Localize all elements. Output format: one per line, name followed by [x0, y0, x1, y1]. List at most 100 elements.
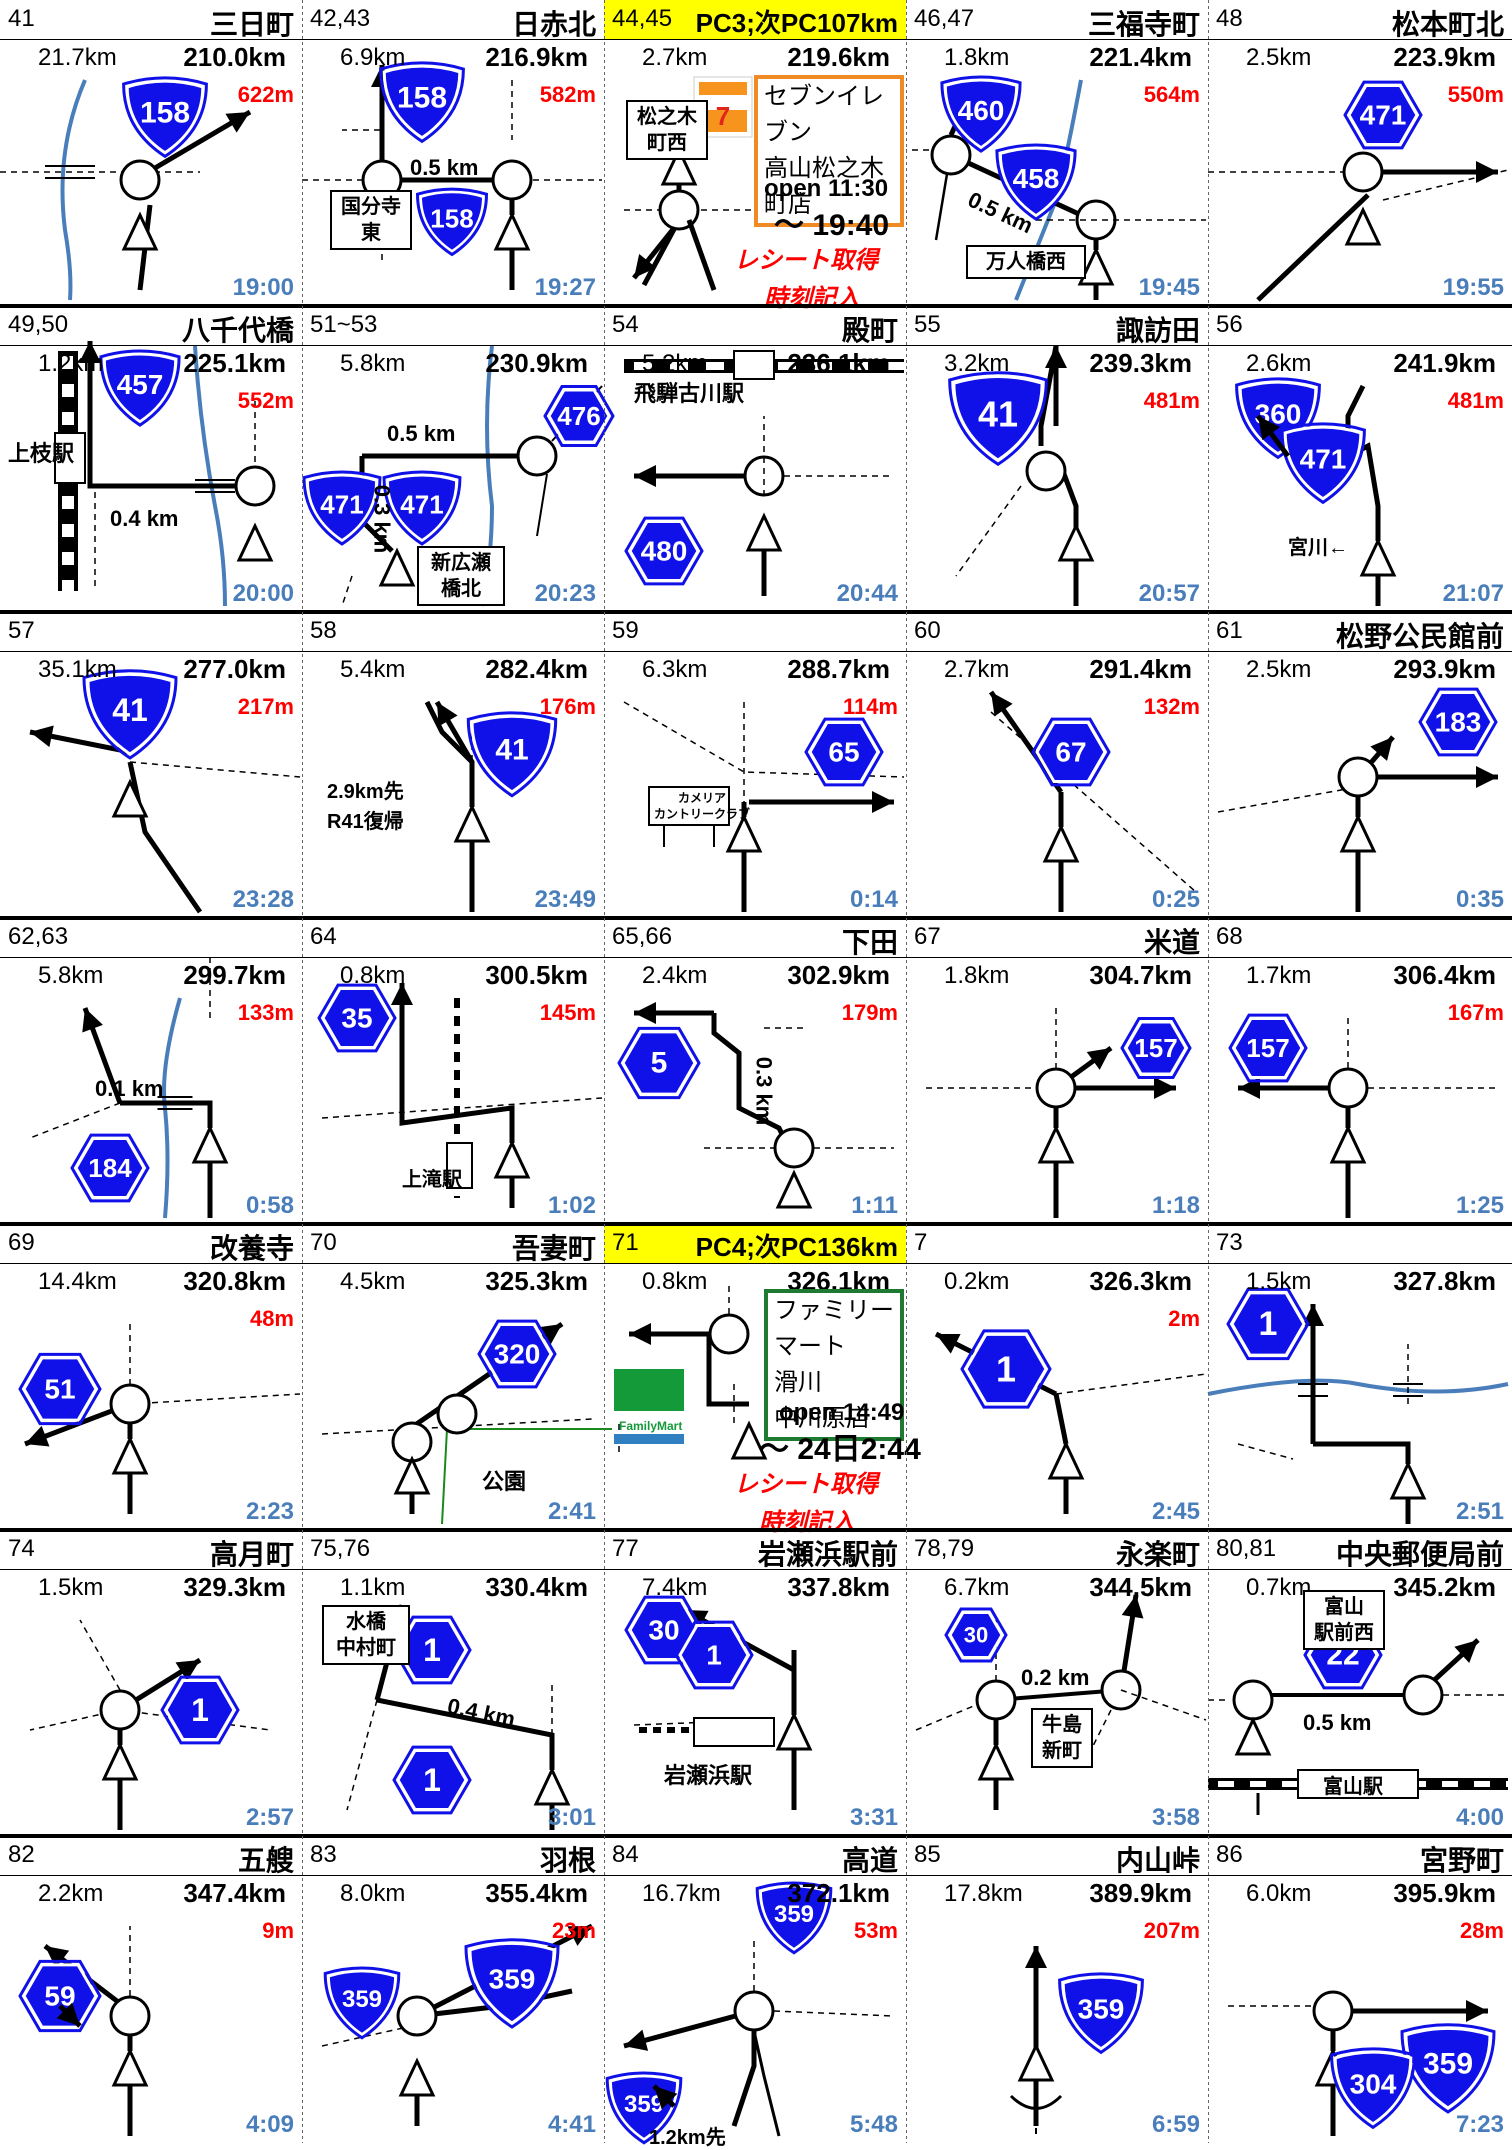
distance-label: 0.5 km [1303, 1710, 1372, 1735]
direction-arrow-icon [1370, 737, 1393, 761]
cue-number: 77 [612, 1535, 639, 1562]
cue-diagram: 41 [948, 345, 1095, 606]
direction-arrow-icon [872, 791, 894, 813]
intersection-name: 羽根 [539, 1845, 596, 1876]
start-triangle-icon [493, 211, 531, 251]
row-divider [0, 1834, 1512, 1838]
route-number: 359 [489, 1964, 536, 1995]
intersection-circle [1402, 1674, 1444, 1716]
elevation: 23m [551, 1918, 596, 1943]
segment-distance: 5.2km [642, 350, 708, 377]
elevation: 176m [539, 694, 596, 719]
river [1207, 1378, 1509, 1396]
direction-arrow-icon [1302, 1304, 1324, 1326]
cue-number: 46,47 [914, 5, 975, 32]
route-number: 158 [397, 82, 447, 115]
intersection-name: 岩瀬浜駅前 [757, 1539, 898, 1570]
route-number: 30 [648, 1615, 679, 1646]
start-triangle-icon [111, 1435, 149, 1475]
elevation: 132m [1143, 694, 1200, 719]
elevation: 53m [853, 1918, 898, 1943]
direction-arrow-icon [537, 1324, 562, 1346]
open-time: open 11:30 [764, 175, 889, 202]
route-line [686, 219, 717, 291]
side-road [342, 129, 383, 260]
prefectural-route-shield-icon: 1 [1226, 1287, 1310, 1361]
direction-arrow-icon [30, 725, 54, 748]
direction-arrow-icon [1466, 2000, 1488, 2022]
cue-number: 82 [8, 1841, 35, 1868]
intersection-name: 三日町 [209, 9, 294, 40]
cue-number: 41 [8, 5, 35, 32]
segment-distance: 5.8km [340, 350, 406, 377]
intersection-circle [234, 465, 276, 507]
start-triangle-icon [101, 1741, 139, 1781]
intersection-name: 殿町 [841, 315, 898, 346]
cue-diagram: 59 [18, 1926, 151, 2136]
cue-number: 7 [914, 1229, 928, 1256]
start-triangle-icon [1017, 2042, 1055, 2082]
close-time: 〜 19:40 [774, 209, 890, 242]
segment-distance: 2.5km [1246, 44, 1312, 71]
direction-arrow-icon [991, 692, 1013, 717]
total-distance: 225.1km [183, 348, 286, 378]
cue-number: 61 [1216, 617, 1243, 644]
intersection-name: 改養寺 [209, 1233, 294, 1264]
cue-diagram: 320 [321, 1319, 612, 1525]
cue-number: 56 [1216, 311, 1243, 338]
national-route-shield-icon: 359 [464, 1938, 560, 2029]
cue-diagram: 67 [988, 690, 1197, 912]
total-distance: 282.4km [485, 654, 588, 684]
cue-diagram: 41 [29, 669, 301, 914]
eta-time: 2:51 [1455, 1498, 1504, 1525]
national-route-shield-icon: 359 [755, 1881, 833, 1955]
prefectural-route-shield-icon: 1 [160, 1675, 240, 1745]
route-number: 359 [1078, 1994, 1125, 2025]
route-number: 158 [430, 204, 473, 234]
cue-diagram: 41 [424, 700, 558, 912]
intersection-circle [109, 1995, 151, 2037]
eta-time: 0:25 [1151, 886, 1200, 913]
start-triangle-icon [977, 1741, 1015, 1781]
eta-time: 3:01 [547, 1804, 596, 1831]
route-number: 1 [706, 1640, 722, 1671]
prefectural-route-shield-icon: 471 [1343, 80, 1423, 150]
cue-number: 57 [8, 617, 35, 644]
cue-diagram: 457 [54, 341, 276, 607]
side-road [29, 1102, 121, 1139]
route-number: 183 [1435, 707, 1482, 738]
cue-diagram: 480 [624, 350, 904, 596]
direction-arrow-icon [175, 1660, 200, 1681]
segment-distance: 6.3km [642, 656, 708, 683]
row-divider [0, 916, 1512, 920]
cue-diagram: 157 [1228, 1013, 1498, 1218]
cue-header: 75,76 [302, 1530, 604, 1570]
eta-time: 0:58 [245, 1192, 294, 1219]
kokubunji-box: 国分寺東 [330, 190, 412, 250]
national-route-shield-icon: 304 [1330, 2047, 1416, 2130]
park-label: 公園 [482, 1469, 527, 1494]
direction-arrow-icon [1238, 1077, 1260, 1099]
total-distance: 389.9km [1089, 1878, 1192, 1908]
start-triangle-icon [1344, 206, 1382, 246]
cue-number: 48 [1216, 5, 1243, 32]
route-number: 471 [1300, 444, 1347, 475]
distance-note: 1.2km先 [649, 2127, 726, 2149]
start-triangle-icon [453, 803, 491, 843]
segment-distance: 2.7km [944, 656, 1010, 683]
